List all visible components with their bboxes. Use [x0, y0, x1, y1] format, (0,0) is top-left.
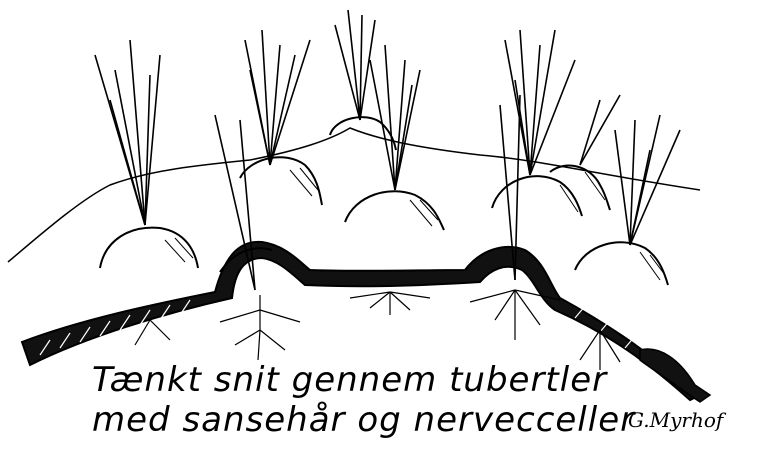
artist-signature: G.Myrhof: [628, 408, 723, 432]
caption-line-1: Tænkt snit gennem tubertler: [92, 360, 652, 400]
caption-line-2: med sansehår og nervecceller: [92, 400, 652, 440]
skin-surface-line: [8, 128, 700, 262]
tubercle-mounds: [100, 117, 668, 285]
caption: Tænkt snit gennem tubertler med sansehår…: [92, 360, 652, 440]
sensory-hairs: [95, 10, 680, 290]
